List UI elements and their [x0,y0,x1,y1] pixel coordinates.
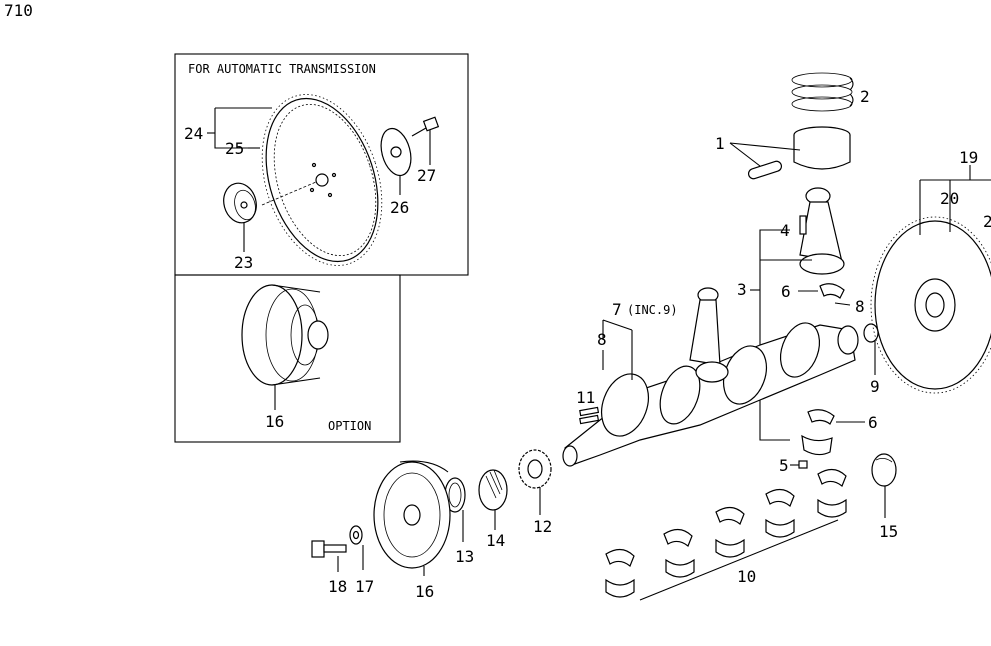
option-pulley [241,284,329,386]
thrust-washer [871,453,897,487]
callout-1: 1 [715,134,725,153]
callout-13: 13 [455,547,474,566]
callout-23: 23 [234,253,253,272]
inset-option: 16 OPTION [174,274,401,443]
rod-nut [798,460,808,469]
callout-19: 19 [959,148,978,167]
rod-bearing-lower [807,409,835,425]
crank-pulley [373,460,451,569]
callout-7: 7 [612,300,622,319]
callout-14: 14 [486,531,505,550]
callout-5: 5 [779,456,789,475]
callout-12: 12 [533,517,552,536]
callout-9: 9 [870,377,880,396]
connecting-rod [799,187,845,275]
callout-8-right: 8 [855,297,865,316]
piston-rings: 2 [791,72,870,112]
rod-cap [801,434,833,456]
callout-24: 24 [184,124,203,143]
callout-21: 2 [983,212,991,231]
page-number: 710 [4,1,33,20]
callout-6-lower: 6 [868,413,878,432]
callout-25: 25 [225,139,244,158]
inset-automatic-transmission: FOR AUTOMATIC TRANSMISSION [174,53,469,276]
callout-6-upper: 6 [781,282,791,301]
oil-pump-drive [478,469,508,511]
callout-11: 11 [576,388,595,407]
crank-keys [579,406,600,425]
part-26-plate [380,127,412,177]
callout-27: 27 [417,166,436,185]
callout-16-option: 16 [265,412,284,431]
flywheel [870,216,991,394]
pulley-washer [349,525,363,545]
timing-sprocket [518,449,552,489]
inset-option-frame [174,274,401,443]
part-27-bolt [411,116,440,137]
crankshaft [562,322,859,467]
part-23-spacer [223,182,257,224]
main-bearings [605,468,847,598]
callout-18: 18 [328,577,347,596]
drive-plate [261,94,383,266]
callout-10: 10 [737,567,756,586]
callout-4: 4 [780,221,790,240]
callout-16-pulley: 16 [415,582,434,601]
callout-20: 20 [940,189,959,208]
rod-bearing-upper [819,283,845,299]
connecting-rod-assembly [689,287,729,383]
pulley-bolt [311,540,347,558]
inset-auto-title: FOR AUTOMATIC TRANSMISSION [188,62,376,76]
callout-7-note: (INC.9) [627,303,678,317]
callout-2: 2 [860,87,870,106]
callout-17: 17 [355,577,374,596]
callout-15: 15 [879,522,898,541]
callout-26: 26 [390,198,409,217]
inset-option-title: OPTION [328,419,371,433]
crank-seal-spacer [444,477,466,513]
callout-3: 3 [737,280,747,299]
piston: 1 [715,126,851,180]
callout-8-left: 8 [597,330,607,349]
